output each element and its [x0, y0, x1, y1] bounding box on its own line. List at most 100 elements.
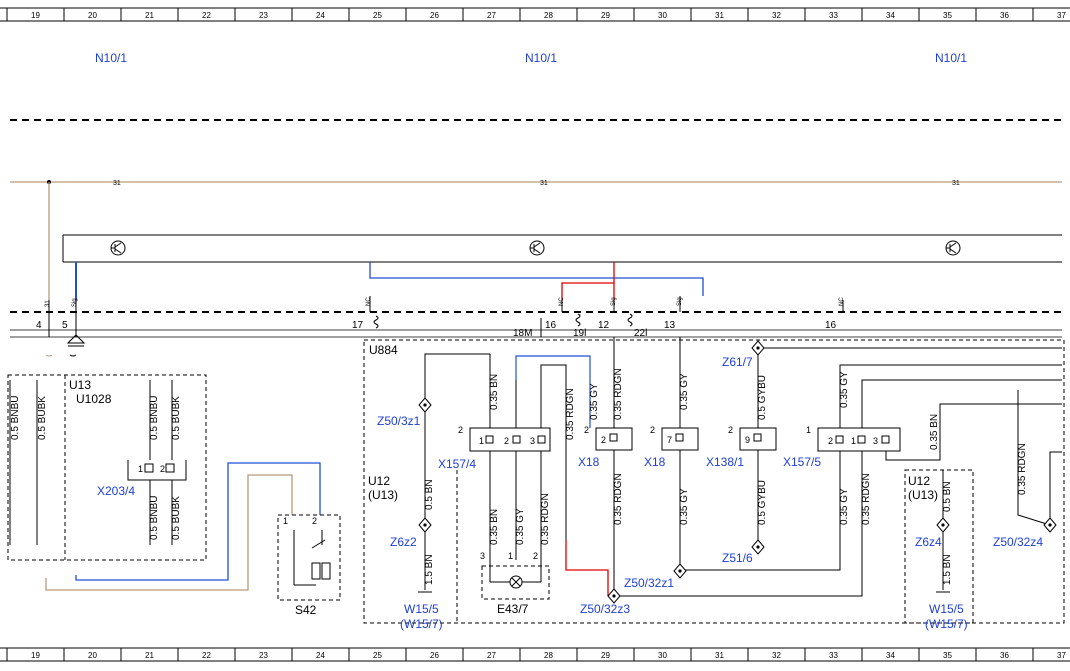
bottom-ruler-column-24: 24 — [316, 651, 325, 660]
blue-wire-pin17 — [369, 262, 704, 296]
bottom-ruler-column-20: 20 — [88, 651, 97, 660]
wire-label-bnbu-x203: 0.5 BNBU — [149, 496, 160, 540]
pin-18m: 18M — [513, 328, 532, 339]
u1028-label: U1028 — [76, 392, 112, 406]
left-wire-break-b — [69, 354, 77, 357]
top-ruler-column-25: 25 — [373, 11, 382, 20]
z50-32z1-dot — [678, 569, 682, 573]
bottom-ruler-column-22: 22 — [202, 651, 211, 660]
left-vertical-wires — [9, 380, 173, 545]
z6z2-label: Z6z2 — [390, 535, 417, 549]
bottom-ruler-column-33: 33 — [829, 651, 838, 660]
u13-label: U13 — [69, 378, 91, 392]
bus-label-31-left: 31 — [113, 180, 121, 187]
z61-7-label: Z61/7 — [722, 355, 753, 369]
z50-3z1-splice — [418, 397, 432, 413]
s42-switch-box — [277, 514, 341, 601]
top-label-n10-1-right: N10/1 — [935, 51, 967, 65]
s42-switch-icon — [293, 530, 331, 586]
z50-32z3-dot — [612, 594, 616, 598]
bus-label-31-middle: 31 — [540, 180, 548, 187]
bottom-ruler-column-29: 29 — [601, 651, 610, 660]
wire-label-035gy-b: 0.35 GY — [679, 373, 690, 410]
wire-label-035bn-a: 0.35 BN — [489, 374, 500, 410]
pin-13: 13 — [664, 320, 676, 331]
top-label-n10-1-middle: N10/1 — [525, 51, 557, 65]
x157-5-pin1: 1 — [851, 436, 856, 446]
ground-symbol-icon — [66, 334, 86, 347]
wire-label-035bn-b: 0.35 BN — [929, 414, 940, 450]
red-wire-pin12 — [561, 262, 615, 300]
x203-4-label: X203/4 — [97, 484, 135, 498]
wire-label-035gy-c: 0.35 GY — [839, 371, 850, 408]
x157-4-pin1: 1 — [479, 436, 484, 446]
bottom-ruler-column-25: 25 — [373, 651, 382, 660]
pin-stubs — [48, 296, 844, 337]
wire-label-035rdgn-d: 0.35 RDGN — [613, 473, 624, 525]
left-cluster-wires — [418, 353, 490, 593]
bottom-ruler-column-26: 26 — [430, 651, 439, 660]
wire-label-035rdgn-a: 0.35 RDGN — [565, 388, 576, 440]
u13-region — [7, 374, 207, 561]
x157-4-connector — [469, 354, 567, 560]
x157-5-label: X157/5 — [783, 455, 821, 469]
x203-4-connector — [127, 460, 187, 481]
wire-label-035gy-f: 0.35 GY — [839, 488, 850, 525]
x157-4-pin2-tag: 2 — [458, 425, 463, 435]
pin-16a: 16 — [545, 320, 557, 331]
z6z2-dot — [423, 523, 427, 527]
bus-label-31-right: 31 — [952, 180, 960, 187]
terminal-tags: 31 Sig NC NC Sig Sig NC — [45, 297, 845, 307]
w15-7-label-right: (W15/7) — [925, 617, 968, 631]
top-ruler-column-29: 29 — [601, 11, 610, 20]
wire-label-035rdgn-b: 0.35 RDGN — [613, 368, 624, 420]
z51-6-dot — [756, 545, 760, 549]
z50-3z1-dot — [423, 403, 427, 407]
wire-label-bnbu-left: 0.5 BNBU — [149, 396, 160, 440]
wire-label-bubk-x203: 0.5 BUBK — [171, 496, 182, 540]
top-ruler-column-24: 24 — [316, 11, 325, 20]
wire-label-035gy-a: 0.35 GY — [589, 383, 600, 420]
x157-4-pin3: 3 — [530, 436, 535, 446]
right-cluster-wires — [936, 470, 950, 593]
bottom-ruler-column-19: 19 — [31, 651, 40, 660]
z50-32z4-wires — [1017, 390, 1062, 526]
s42-pin2: 2 — [312, 516, 317, 526]
top-ruler-column-28: 28 — [544, 11, 553, 20]
lamp-icon — [489, 560, 542, 589]
z6z4-label: Z6z4 — [915, 535, 942, 549]
blue-loop-x157 — [515, 355, 591, 428]
bottom-ruler-column-32: 32 — [772, 651, 781, 660]
x157-5-connector — [817, 364, 1062, 461]
sig-label-a: Sig — [72, 298, 78, 307]
wire-label-bnbu-top: 0.5 BNBU — [10, 396, 21, 440]
x18a-pin2: 2 — [601, 435, 606, 445]
pin-22l: 22l — [634, 328, 647, 339]
x203-4-pin2: 2 — [160, 464, 165, 474]
u12-right-region — [904, 469, 974, 624]
z6z2-splice — [418, 517, 432, 533]
e43-7-lamp-box — [481, 565, 550, 600]
e43-7-pin1: 1 — [508, 551, 513, 561]
x18b-pin7: 7 — [667, 435, 672, 445]
w15-5-label-left: W15/5 — [404, 602, 439, 616]
x138-1-pin2-tag: 2 — [728, 425, 733, 435]
nc-label-c: NC — [839, 297, 845, 306]
x157-5-pin3: 3 — [873, 436, 878, 446]
wire-label-05bn-c: 0.5 BN — [942, 481, 953, 512]
top-ruler-column-21: 21 — [145, 11, 154, 20]
s42-label: S42 — [295, 603, 317, 617]
u884-region — [363, 339, 1065, 624]
u13-sub-label-right: (U13) — [908, 488, 938, 502]
x203-4-pin1: 1 — [138, 464, 143, 474]
z50-32z4-label: Z50/32z4 — [993, 535, 1043, 549]
z6z4-dot — [941, 523, 945, 527]
x18a-label: X18 — [578, 455, 600, 469]
pin-19l: 19l — [573, 328, 586, 339]
top-ruler-column-22: 22 — [202, 11, 211, 20]
z50-3z1-label: Z50/3z1 — [377, 414, 421, 428]
wire-label-15bn-a: 1.5 BN — [424, 554, 435, 585]
bottom-ruler-column-31: 31 — [715, 651, 724, 660]
